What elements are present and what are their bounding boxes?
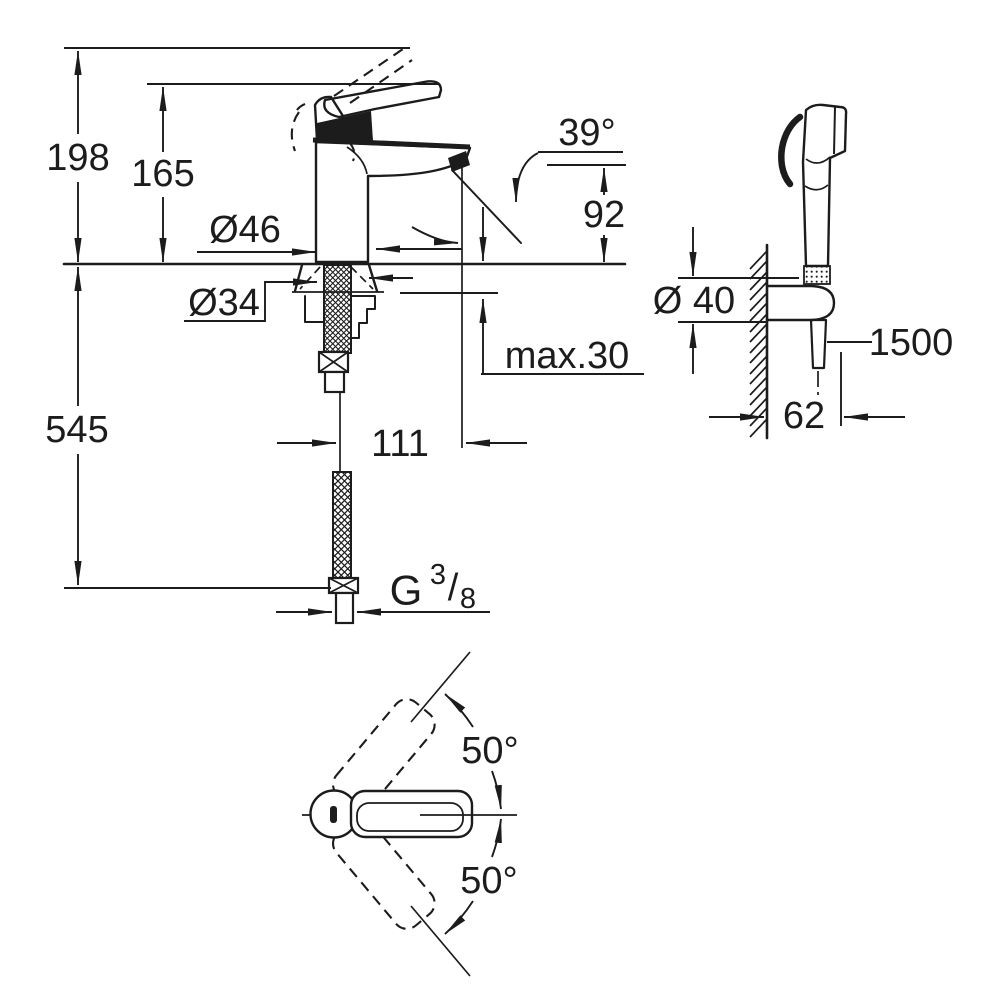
dim-92-label: 92 <box>583 194 625 236</box>
flexible-connection-hose <box>332 471 352 579</box>
body-and-spout-outline <box>314 140 472 264</box>
water-stream-line <box>451 169 522 244</box>
dimension-wall-distance: 62 <box>709 352 905 437</box>
spray-body-joint-lines <box>804 156 831 191</box>
dim-d34-label: Ø34 <box>188 282 260 324</box>
faucet-under-counter-assembly <box>292 263 384 625</box>
handle-indicator-slot <box>330 806 337 823</box>
escutcheon-hidden-cone <box>299 266 374 290</box>
stream-angle-arc-arrow <box>411 226 459 246</box>
angle-39-label: 39° <box>558 112 615 154</box>
handle-pivot-knob <box>313 95 345 142</box>
hand-spray <box>778 103 848 285</box>
dimension-spout-reach: 111 <box>277 423 527 465</box>
front-view: 198 165 545 <box>45 47 644 625</box>
max30-label: max.30 <box>505 335 630 377</box>
dimension-swivel-up: 50° <box>444 693 519 810</box>
spray-body-outline <box>801 103 848 268</box>
dim-62-label: 62 <box>783 395 825 437</box>
d40-label: Ø 40 <box>653 280 735 322</box>
dimension-base-diameter: Ø46 <box>197 209 462 256</box>
thread-tail-pipe <box>334 591 355 625</box>
threaded-shank <box>323 264 352 354</box>
mounting-clamp-steps <box>350 295 376 339</box>
dimension-thread-size: G 3 / 8 <box>276 559 490 616</box>
handle-lever <box>323 80 443 119</box>
mounting-clamp-left <box>304 295 325 323</box>
top-view: 50° 50° <box>302 651 519 977</box>
faucet-body <box>290 48 472 264</box>
dim-545-label: 545 <box>45 409 108 451</box>
swivel-up-arc-inner <box>491 770 502 810</box>
swivel-up-label: 50° <box>461 730 518 772</box>
swivel-down-label: 50° <box>460 860 517 902</box>
dimension-spout-height-and-angle: 92 39° <box>411 112 626 448</box>
swivel-up-arc-outer <box>444 693 474 728</box>
dim-198-label: 198 <box>46 137 109 179</box>
body-fillet-curve <box>346 146 368 175</box>
hose-union-nut-cross <box>328 577 359 594</box>
aerator-outlet <box>448 151 470 172</box>
dimension-hose-length: 1500 <box>827 322 953 364</box>
dimension-holder-diameter: Ø 40 <box>653 227 799 374</box>
handle-base-cap <box>317 111 373 141</box>
mounting-nut-cross <box>318 351 349 373</box>
dimension-swivel-down: 50° <box>444 818 518 935</box>
swivel-down-extension-line <box>410 905 471 977</box>
handle-raised-position-dashed <box>290 48 413 162</box>
dimension-handle-height: 165 <box>131 86 195 263</box>
dimension-shank-diameter: Ø34 <box>184 274 413 324</box>
spout-top-edge <box>312 137 471 150</box>
angle-39-leader-arc <box>512 152 539 203</box>
dim-165-label: 165 <box>131 153 194 195</box>
hose-length-label: 1500 <box>869 322 954 364</box>
swivel-up-extension-line <box>410 651 471 723</box>
g38-label-numerator: 3 <box>430 559 446 591</box>
handle-inner-contour <box>356 802 464 832</box>
spray-nozzle-face-line <box>833 106 836 155</box>
dimension-max-counter-thickness: max.30 <box>400 207 644 377</box>
swivel-down-arc-inner <box>491 818 502 858</box>
swivel-down-arc-outer <box>444 900 474 935</box>
g38-label-slash: / <box>448 567 459 609</box>
dim-111-label: 111 <box>371 423 429 465</box>
shower-hose-stub <box>809 318 828 370</box>
shank-end-tube <box>323 370 346 394</box>
dimension-depth-below-counter: 545 <box>45 266 109 586</box>
spray-knurled-ring <box>803 265 831 285</box>
g38-label-denominator: 8 <box>460 583 476 615</box>
wall-holder-bracket <box>765 284 836 322</box>
spray-trigger-lever <box>778 113 804 188</box>
side-view: Ø 40 1500 62 <box>653 103 953 440</box>
dim-d34-leader-left <box>184 278 318 322</box>
dimension-total-height: 198 <box>46 50 110 263</box>
g38-label-prefix: G <box>390 567 423 614</box>
dim-d46-label: Ø46 <box>209 209 281 251</box>
